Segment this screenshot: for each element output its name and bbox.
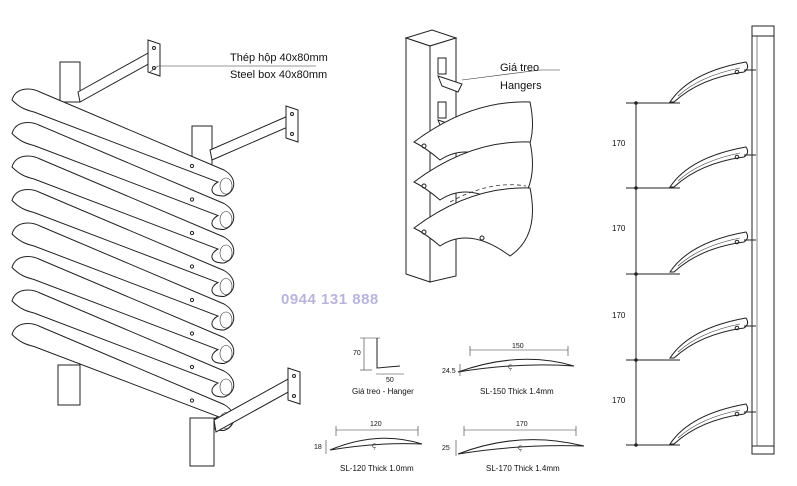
sl170-caption: SL-170 Thick 1.4mm <box>486 464 560 473</box>
louver-slat <box>11 222 235 331</box>
louver-slat <box>11 256 235 365</box>
sl120-caption: SL-120 Thick 1.0mm <box>340 464 414 473</box>
hanger-profile <box>360 337 404 375</box>
steel-box-label-vi: Thép hộp 40x80mm <box>230 52 328 64</box>
louver-assembly-left <box>11 39 301 467</box>
spacing-4: 170 <box>612 396 626 405</box>
spacing-1: 170 <box>612 139 626 148</box>
louver-slat <box>11 289 235 398</box>
elevation-slat <box>669 231 756 273</box>
sl150-width: 150 <box>512 343 524 350</box>
sl120-width: 120 <box>370 421 382 428</box>
hanger-height: 70 <box>353 350 361 357</box>
phone-watermark: 0944 131 888 <box>281 291 379 308</box>
louver-slat <box>11 155 235 264</box>
sl150-profile: Ç <box>457 346 575 376</box>
elevation-slat <box>669 146 756 188</box>
spacing-3: 170 <box>612 311 626 320</box>
hanger-label-en: Hangers <box>500 80 542 92</box>
steel-box-label-en: Steel box 40x80mm <box>230 69 328 81</box>
svg-text:Ç: Ç <box>372 443 376 450</box>
sl120-height: 18 <box>314 444 322 451</box>
louver-slat <box>11 122 235 231</box>
sl170-width: 170 <box>516 421 528 428</box>
post-with-hangers <box>404 29 533 283</box>
svg-text:Ç: Ç <box>508 364 512 371</box>
louver-slat <box>11 88 235 197</box>
hanger-width: 50 <box>386 377 394 384</box>
elevation-slat <box>669 403 756 445</box>
sl150-height: 24.5 <box>442 368 456 375</box>
sl170-height: 25 <box>442 445 450 452</box>
elevation-slat <box>669 317 756 359</box>
elevation-slat <box>669 61 756 103</box>
hanger-label-vi: Giá treo <box>500 62 540 74</box>
hanger-leader <box>461 69 541 81</box>
sl120-profile: Ç <box>325 426 423 454</box>
hanger-caption: Giá treo - Hanger <box>352 387 414 396</box>
elevation-view <box>626 25 775 455</box>
spacing-2: 170 <box>612 224 626 233</box>
svg-text:Ç: Ç <box>518 445 522 452</box>
louver-slat <box>11 189 235 298</box>
sl170-profile: Ç <box>455 426 585 456</box>
sl150-caption: SL-150 Thick 1.4mm <box>480 387 554 396</box>
